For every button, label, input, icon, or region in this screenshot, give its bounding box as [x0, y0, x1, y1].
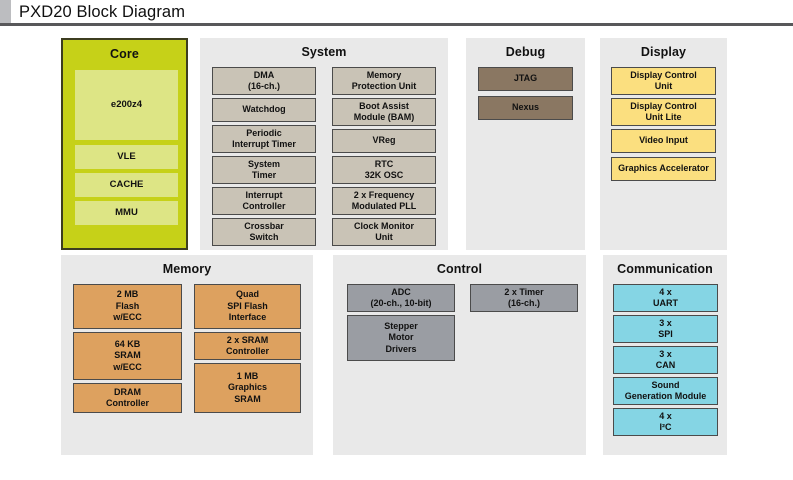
block-display-video-input: Video Input — [611, 129, 716, 153]
block-core-cache: CACHE — [75, 173, 178, 197]
block-memory-graphics-sram: 1 MB Graphics SRAM — [194, 363, 301, 413]
block-memory-flash: 2 MB Flash w/ECC — [73, 284, 182, 329]
block-core-mmu: MMU — [75, 201, 178, 225]
block-core-e200z4: e200z4 — [75, 70, 178, 140]
block-display-control-unit: Display Control Unit — [611, 67, 716, 95]
title-bar: PXD20 Block Diagram — [0, 0, 793, 26]
block-system-watchdog: Watchdog — [212, 98, 316, 122]
panel-title-core: Core — [110, 47, 139, 61]
block-system-clock-monitor-unit: Clock Monitor Unit — [332, 218, 436, 246]
block-memory-dram-controller: DRAM Controller — [73, 383, 182, 413]
block-core-vle: VLE — [75, 145, 178, 169]
panel-title-display: Display — [640, 45, 687, 59]
title-accent-bar — [0, 0, 11, 23]
block-diagram-canvas: Core e200z4 VLE CACHE MMU System DMA (16… — [0, 29, 793, 480]
panel-title-control: Control — [436, 262, 483, 276]
page-title: PXD20 Block Diagram — [19, 3, 186, 21]
panel-core: Core e200z4 VLE CACHE MMU — [61, 38, 188, 250]
block-system-vreg: VReg — [332, 129, 436, 153]
block-system-boot-assist-module: Boot Assist Module (BAM) — [332, 98, 436, 126]
block-memory-sram: 64 KB SRAM w/ECC — [73, 332, 182, 380]
block-display-graphics-accelerator: Graphics Accelerator — [611, 157, 716, 181]
block-communication-can: 3 x CAN — [613, 346, 718, 374]
panel-title-memory: Memory — [162, 262, 212, 276]
block-system-dma: DMA (16-ch.) — [212, 67, 316, 95]
panel-title-communication: Communication — [617, 262, 713, 276]
panel-title-system: System — [301, 45, 347, 59]
panel-display: Display Display Control Unit Display Con… — [600, 38, 727, 250]
block-system-interrupt-controller: Interrupt Controller — [212, 187, 316, 215]
block-memory-quad-spi-flash-interface: Quad SPI Flash Interface — [194, 284, 301, 329]
block-communication-sound-generation-module: Sound Generation Module — [613, 377, 718, 405]
block-communication-uart: 4 x UART — [613, 284, 718, 312]
block-control-adc: ADC (20-ch., 10-bit) — [347, 284, 455, 312]
block-control-timer: 2 x Timer (16-ch.) — [470, 284, 578, 312]
panel-control: Control ADC (20-ch., 10-bit) Stepper Mot… — [333, 255, 586, 455]
block-system-periodic-interrupt-timer: Periodic Interrupt Timer — [212, 125, 316, 153]
block-communication-spi: 3 x SPI — [613, 315, 718, 343]
panel-communication: Communication 4 x UART 3 x SPI 3 x CAN S… — [603, 255, 727, 455]
block-debug-nexus: Nexus — [478, 96, 573, 120]
panel-system: System DMA (16-ch.) Watchdog Periodic In… — [200, 38, 448, 250]
block-display-control-unit-lite: Display Control Unit Lite — [611, 98, 716, 126]
panel-memory: Memory 2 MB Flash w/ECC 64 KB SRAM w/ECC… — [61, 255, 313, 455]
block-control-stepper-motor-drivers: Stepper Motor Drivers — [347, 315, 455, 361]
block-communication-i2c: 4 x I²C — [613, 408, 718, 436]
block-debug-jtag: JTAG — [478, 67, 573, 91]
block-system-system-timer: System Timer — [212, 156, 316, 184]
block-system-frequency-modulated-pll: 2 x Frequency Modulated PLL — [332, 187, 436, 215]
panel-debug: Debug JTAG Nexus — [466, 38, 585, 250]
block-memory-sram-controller: 2 x SRAM Controller — [194, 332, 301, 360]
panel-title-debug: Debug — [505, 45, 546, 59]
block-system-crossbar-switch: Crossbar Switch — [212, 218, 316, 246]
block-system-rtc-osc: RTC 32K OSC — [332, 156, 436, 184]
block-system-memory-protection-unit: Memory Protection Unit — [332, 67, 436, 95]
